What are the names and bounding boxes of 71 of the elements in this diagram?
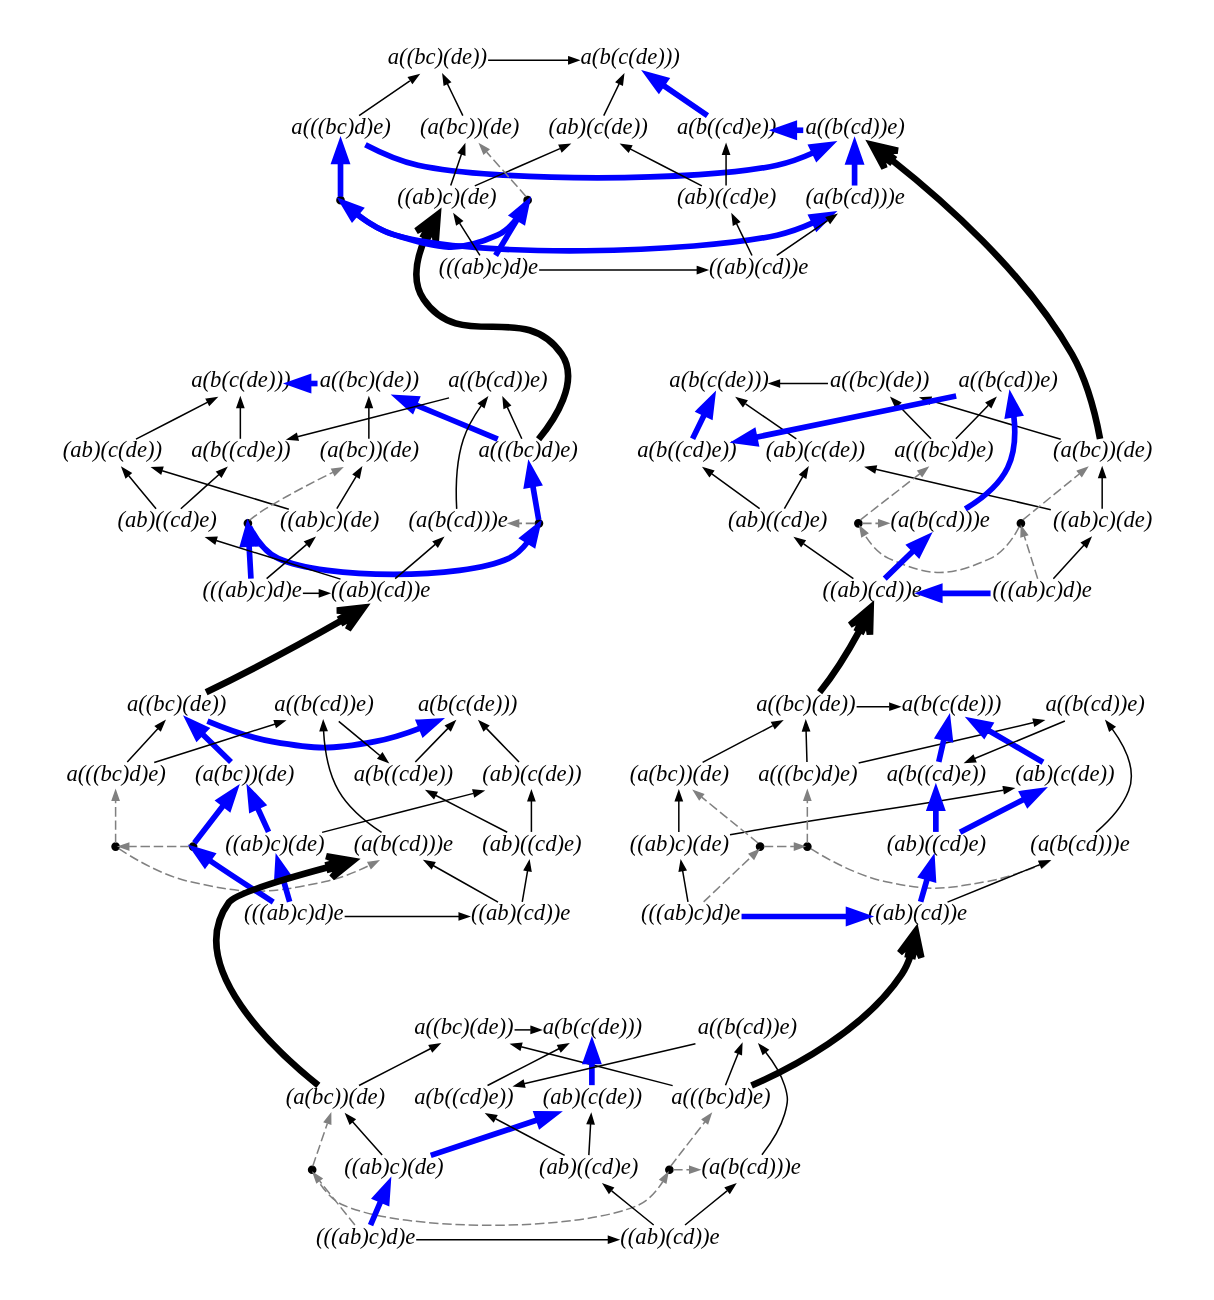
node-text: a((bc)(de)) bbox=[387, 44, 488, 70]
node-text: a(b((cd)e)) bbox=[886, 760, 987, 786]
node-text: ((ab)c)(de) bbox=[225, 830, 325, 856]
node-text: (((ab)c)d)e bbox=[992, 577, 1092, 603]
node-text: (a(b(cd)))e bbox=[701, 1153, 801, 1179]
node-text: a((b(cd))e) bbox=[805, 114, 905, 140]
node-text: a((bc)(de)) bbox=[126, 690, 227, 716]
node-text: (a(b(cd)))e bbox=[1030, 830, 1130, 856]
node-text: (((ab)c)d)e bbox=[244, 900, 344, 926]
node-text: a(b((cd)e)) bbox=[353, 760, 454, 786]
node-text: a(b(c(de))) bbox=[542, 1013, 643, 1039]
node-text: (ab)(c(de)) bbox=[765, 437, 866, 463]
node-text: a((b(cd))e) bbox=[448, 367, 548, 393]
node-text: (ab)((cd)e) bbox=[727, 507, 828, 533]
node-text: a(b((cd)e)) bbox=[637, 437, 737, 463]
node-text: a(b((cd)e)) bbox=[676, 114, 777, 140]
node-text: ((ab)c)(de) bbox=[397, 184, 497, 210]
node-text: (a(b(cd)))e bbox=[408, 507, 508, 533]
node-text: a(b((cd)e)) bbox=[414, 1083, 514, 1109]
node-text: (a(bc))(de) bbox=[1053, 437, 1153, 463]
node-text: (((ab)c)d)e bbox=[641, 900, 741, 926]
node-text: a(((bc)d)e) bbox=[66, 760, 166, 786]
node-text: ((ab)c)(de) bbox=[344, 1153, 444, 1179]
node-text: ((ab)c)(de) bbox=[280, 507, 380, 533]
node-text: (ab)((cd)e) bbox=[886, 830, 987, 856]
node-text: (ab)((cd)e) bbox=[676, 184, 777, 210]
node-text: ((ab)(cd))e bbox=[470, 900, 571, 926]
node-text: a(b(c(de))) bbox=[669, 367, 769, 393]
node-text: (a(bc))(de) bbox=[319, 437, 420, 463]
node-text: a((b(cd))e) bbox=[274, 690, 374, 716]
node-text: (ab)(c(de)) bbox=[62, 437, 163, 463]
node-text: (((ab)c)d)e bbox=[202, 577, 302, 603]
node-text: (a(b(cd)))e bbox=[805, 184, 905, 210]
node-text: (ab)(c(de)) bbox=[542, 1083, 643, 1109]
node-text: (ab)(c(de)) bbox=[1015, 760, 1115, 786]
node-text: (((ab)c)d)e bbox=[315, 1223, 416, 1249]
node-text: a(((bc)d)e) bbox=[894, 437, 994, 463]
node-text: (a(bc))(de) bbox=[629, 760, 730, 786]
node-text: ((ab)(cd))e bbox=[822, 577, 922, 603]
node-text: a(((bc)d)e) bbox=[758, 760, 858, 786]
node-text: (a(b(cd)))e bbox=[353, 830, 454, 856]
node-text: a(b(c(de))) bbox=[191, 367, 291, 393]
node-text: a(b(c(de))) bbox=[901, 690, 1002, 716]
node-text: ((ab)(cd))e bbox=[331, 577, 431, 603]
node-text: (ab)((cd)e) bbox=[538, 1153, 639, 1179]
node-text: (ab)(c(de)) bbox=[548, 114, 648, 140]
node-text: (((ab)c)d)e bbox=[438, 254, 539, 280]
node-text: a((bc)(de)) bbox=[830, 367, 930, 393]
node-text: a((bc)(de)) bbox=[756, 690, 856, 716]
node-text: a(b(c(de))) bbox=[580, 44, 680, 70]
node-text: ((ab)c)(de) bbox=[1053, 507, 1153, 533]
node-text: ((ab)c)(de) bbox=[629, 830, 730, 856]
node-text: a(b((cd)e)) bbox=[191, 437, 291, 463]
node-text: (ab)((cd)e) bbox=[482, 830, 582, 856]
node-text: ((ab)(cd))e bbox=[709, 254, 809, 280]
node-text: (a(bc))(de) bbox=[419, 114, 520, 140]
node-text: a((bc)(de)) bbox=[319, 367, 420, 393]
node-text: a(((bc)d)e) bbox=[478, 437, 578, 463]
node-text: (a(bc))(de) bbox=[285, 1083, 386, 1109]
node-text: a((b(cd))e) bbox=[958, 367, 1058, 393]
node-text: a((b(cd))e) bbox=[1045, 690, 1145, 716]
node-text: ((ab)(cd))e bbox=[867, 900, 968, 926]
node-text: (a(b(cd)))e bbox=[890, 507, 990, 533]
node-text: (a(bc))(de) bbox=[194, 760, 295, 786]
node-text: (ab)((cd)e) bbox=[117, 507, 217, 533]
node-text: a(b(c(de))) bbox=[418, 690, 518, 716]
node-text: (ab)(c(de)) bbox=[482, 760, 582, 786]
node-text: a(((bc)d)e) bbox=[291, 114, 391, 140]
node-text: a((bc)(de)) bbox=[414, 1013, 514, 1039]
node-text: a(((bc)d)e) bbox=[671, 1083, 771, 1109]
node-text: ((ab)(cd))e bbox=[620, 1223, 720, 1249]
